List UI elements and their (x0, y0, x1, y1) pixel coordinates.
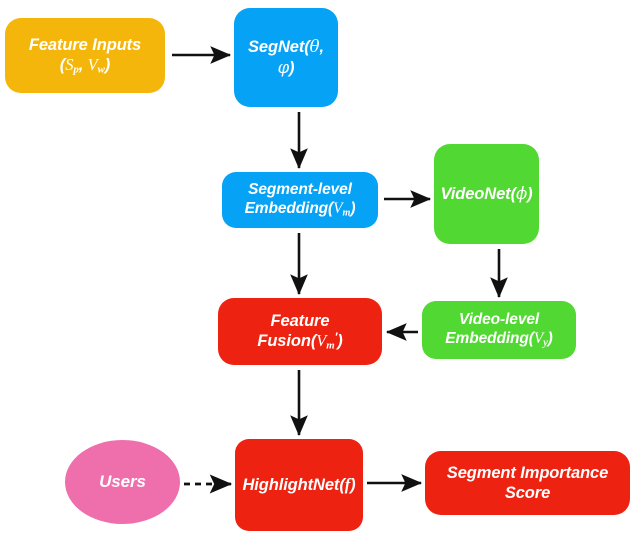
greek-phi: ϕ (515, 183, 528, 203)
greek-phi: φ (277, 57, 290, 77)
sub-m: m (326, 339, 335, 352)
node-feature-inputs-line1: Feature Inputs (28, 35, 142, 54)
node-feature-fusion[interactable]: Feature Fusion(Vm′) (218, 298, 382, 365)
var-v: V (533, 329, 544, 347)
var-v: V (333, 199, 343, 217)
sub-y: y (543, 336, 548, 348)
node-video-level-embedding-text: Video-level Embedding(Vy) (428, 311, 570, 350)
node-feature-inputs[interactable]: Feature Inputs (Sp, Vw) (5, 18, 165, 93)
node-video-level-embedding[interactable]: Video-level Embedding(Vy) (422, 301, 576, 359)
node-segment-embedding-line2: Embedding(Vm) (244, 199, 356, 218)
node-feature-inputs-line2: (Sp, Vw) (59, 54, 111, 76)
node-highlightnet-text: HighlightNet(f) (242, 474, 356, 494)
node-users-text: Users (99, 471, 146, 491)
node-segment-score-line1: Segment Importance (446, 463, 609, 482)
prime-mark: ′ (334, 331, 338, 344)
node-segnet[interactable]: SegNet(θ, φ) (234, 8, 338, 107)
node-video-embedding-line2: Embedding(Vy) (445, 329, 553, 348)
node-segment-level-embedding-text: Segment-level Embedding(Vm) (228, 181, 372, 220)
node-segment-score-line2: Score (504, 484, 551, 502)
node-segnet-text: SegNet(θ, φ) (248, 37, 324, 77)
sub-p: p (73, 63, 79, 76)
var-v: V (87, 54, 98, 74)
node-segment-importance-score[interactable]: Segment Importance Score (425, 451, 630, 515)
greek-theta: θ (309, 37, 320, 57)
node-videonet-text: VideoNet(ϕ) (440, 183, 533, 203)
var-f: f (344, 474, 351, 494)
node-segment-importance-score-text: Segment Importance Score (431, 463, 624, 503)
node-feature-inputs-text: Feature Inputs (Sp, Vw) (11, 35, 159, 77)
node-feature-fusion-text: Feature Fusion(Vm′) (224, 311, 376, 353)
sub-w: w (97, 63, 105, 76)
var-v: V (316, 330, 327, 350)
node-video-embedding-line1: Video-level (458, 310, 540, 328)
node-users[interactable]: Users (65, 440, 180, 524)
node-feature-fusion-line2: Fusion(Vm′) (257, 330, 343, 352)
node-videonet[interactable]: VideoNet(ϕ) (434, 144, 539, 244)
var-s: S (65, 54, 74, 74)
node-highlightnet[interactable]: HighlightNet(f) (235, 439, 363, 531)
node-segment-embedding-line1: Segment-level (248, 180, 352, 198)
sub-m: m (342, 206, 351, 218)
node-feature-fusion-line1: Feature (270, 311, 330, 330)
node-segment-level-embedding[interactable]: Segment-level Embedding(Vm) (222, 172, 378, 228)
